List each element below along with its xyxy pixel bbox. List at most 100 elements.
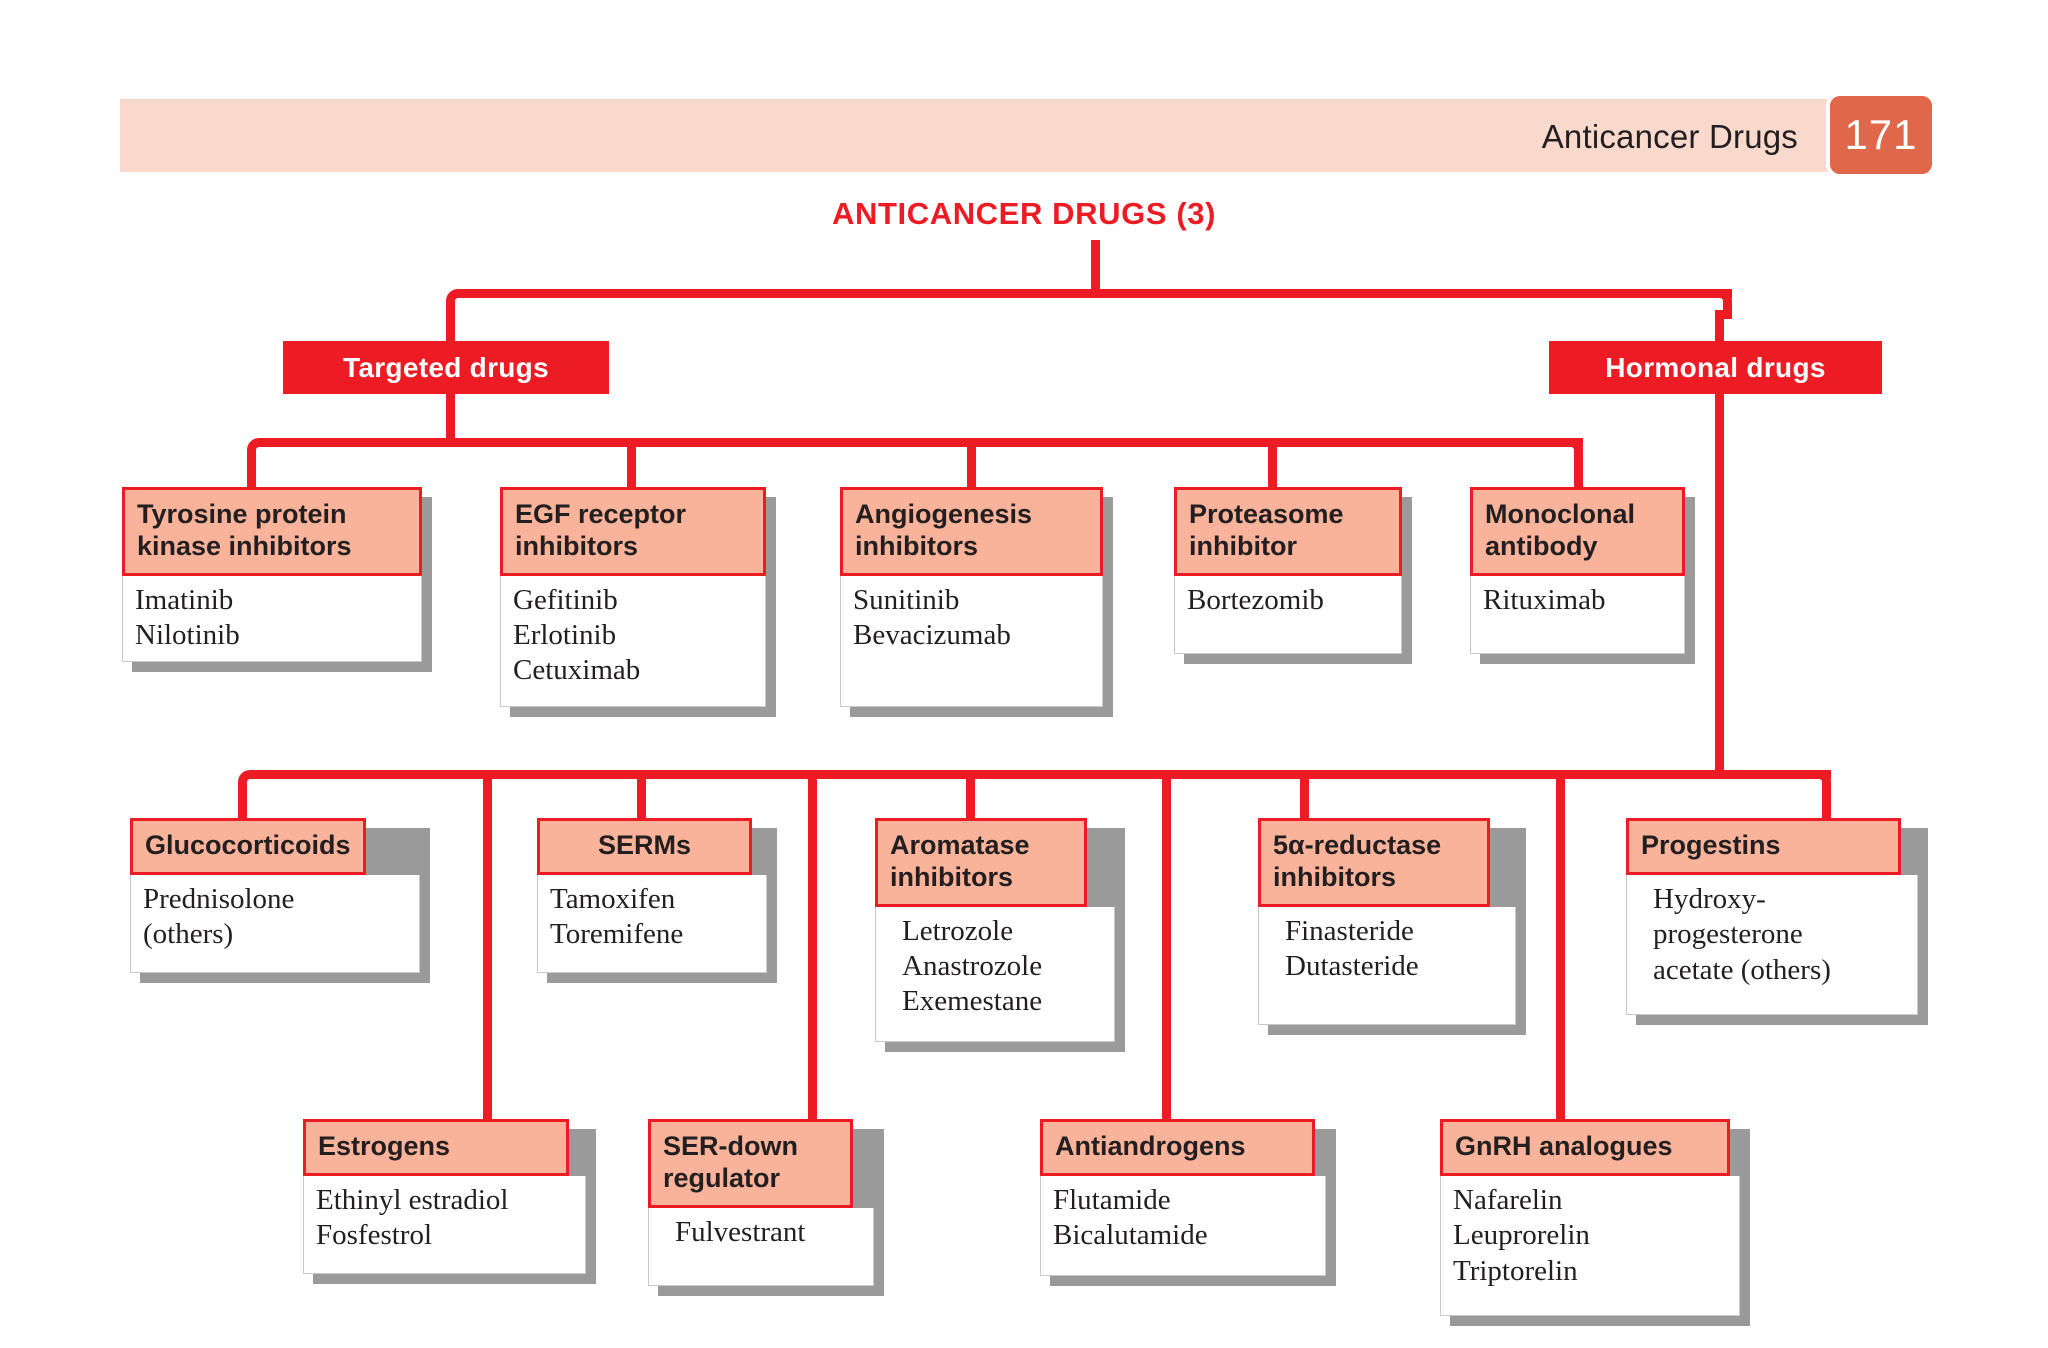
drug-item: Triptorelin — [1453, 1254, 1578, 1287]
node-angiogenesis-inhibitors[interactable]: Angiogenesis inhibitors Sunitinib Bevaci… — [840, 487, 1113, 717]
node-tyrosine-protein-kinase-inhibitors[interactable]: Tyrosine protein kinase inhibitors Imati… — [122, 487, 432, 672]
node-drug-list: Imatinib Nilotinib — [122, 575, 422, 662]
node-header: Angiogenesis inhibitors — [840, 487, 1103, 576]
drug-item: Sunitinib — [853, 583, 960, 616]
connector-to-targeted-label — [446, 310, 455, 348]
node-aromatase-inhibitors[interactable]: Aromatase inhibitors Letrozole Anastrozo… — [875, 818, 1125, 1052]
drug-item: Nafarelin — [1453, 1183, 1563, 1216]
drug-item: Cetuximab — [513, 654, 641, 687]
connector-targeted-bus — [267, 438, 1583, 447]
node-drug-list: Nafarelin Leuprorelin Triptorelin — [1440, 1175, 1740, 1316]
connector-drop-egf — [627, 438, 636, 489]
drug-item: Finasteride — [1285, 914, 1414, 947]
drug-item: Rituximab — [1483, 583, 1606, 616]
node-header: Tyrosine protein kinase inhibitors — [122, 487, 422, 576]
node-header-wrap: SER-down regulator — [648, 1119, 874, 1208]
drug-item: Exemestane — [902, 985, 1043, 1018]
node-gnrh-analogues[interactable]: GnRH analogues Nafarelin Leuprorelin Tri… — [1440, 1119, 1750, 1326]
connector-top-right-corner — [1706, 289, 1732, 319]
category-targeted-drugs[interactable]: Targeted drugs — [283, 341, 609, 394]
drug-item: Nilotinib — [135, 619, 240, 652]
drug-item: Fulvestrant — [675, 1215, 806, 1248]
node-5alpha-reductase-inhibitors[interactable]: 5α-reductase inhibitors Finasteride Duta… — [1258, 818, 1526, 1035]
page-header-title: Anticancer Drugs — [1541, 118, 1798, 155]
connector-top-left-corner — [446, 289, 472, 319]
drug-item: Leuprorelin — [1453, 1219, 1590, 1252]
connector-root-stem — [1091, 240, 1100, 296]
node-drug-list: Finasteride Dutasteride — [1258, 906, 1516, 1025]
drug-item: Fosfestrol — [316, 1219, 432, 1252]
node-header-wrap: 5α-reductase inhibitors — [1258, 818, 1516, 907]
connector-hormonal-stem — [1715, 394, 1724, 776]
node-header-wrap: GnRH analogues — [1440, 1119, 1740, 1176]
node-header-wrap: Estrogens — [303, 1119, 586, 1176]
node-header: 5α-reductase inhibitors — [1258, 818, 1490, 907]
connector-targeted-bus-right — [1557, 438, 1583, 468]
connector-drop-glucocorticoids — [238, 791, 247, 820]
node-header: SER-down regulator — [648, 1119, 853, 1208]
node-glucocorticoids[interactable]: Glucocorticoids Prednisolone (others) — [130, 818, 430, 983]
drug-item: progesterone — [1653, 918, 1803, 951]
node-drug-list: Letrozole Anastrozole Exemestane — [875, 906, 1115, 1042]
connector-drop-serdown — [808, 770, 817, 1122]
connector-top-bus — [466, 289, 1732, 298]
node-drug-list: Bortezomib — [1174, 575, 1402, 654]
node-proteasome-inhibitor[interactable]: Proteasome inhibitor Bortezomib — [1174, 487, 1412, 664]
node-header-wrap: Aromatase inhibitors — [875, 818, 1115, 907]
node-antiandrogens[interactable]: Antiandrogens Flutamide Bicalutamide — [1040, 1119, 1336, 1286]
drug-item: Erlotinib — [513, 619, 617, 652]
connector-drop-monoclonal — [1574, 459, 1583, 489]
page-number-value: 171 — [1844, 111, 1918, 158]
node-header: GnRH analogues — [1440, 1119, 1730, 1176]
node-progestins[interactable]: Progestins Hydroxy- progesterone acetate… — [1626, 818, 1928, 1025]
connector-drop-estrogens — [483, 770, 492, 1122]
drug-item: Anastrozole — [902, 950, 1043, 983]
connector-targeted-bus-left — [247, 438, 273, 468]
node-header: Antiandrogens — [1040, 1119, 1315, 1176]
node-drug-list: Sunitinib Bevacizumab — [840, 575, 1103, 707]
page-header-band — [120, 99, 1896, 172]
node-drug-list: Rituximab — [1470, 575, 1685, 654]
node-header: SERMs — [537, 818, 752, 875]
connector-to-hormonal-label — [1715, 310, 1724, 348]
node-ser-down-regulator[interactable]: SER-down regulator Fulvestrant — [648, 1119, 884, 1296]
drug-item: Toremifene — [550, 918, 684, 951]
node-drug-list: Fulvestrant — [648, 1207, 874, 1286]
node-header: Glucocorticoids — [130, 818, 366, 875]
connector-drop-reductase — [1300, 770, 1309, 820]
node-header: EGF receptor inhibitors — [500, 487, 766, 576]
node-header: Progestins — [1626, 818, 1901, 875]
drug-item: Gefitinib — [513, 583, 618, 616]
connector-targeted-stem — [446, 394, 455, 444]
node-header-wrap: Antiandrogens — [1040, 1119, 1326, 1176]
node-header: Aromatase inhibitors — [875, 818, 1087, 907]
node-header: Proteasome inhibitor — [1174, 487, 1402, 576]
connector-drop-proteasome — [1268, 438, 1277, 489]
chart-title: ANTICANCER DRUGS (3) — [832, 196, 1216, 231]
connector-drop-progestins — [1822, 791, 1831, 820]
node-header-wrap: Progestins — [1626, 818, 1918, 875]
node-estrogens[interactable]: Estrogens Ethinyl estradiol Fosfestrol — [303, 1119, 596, 1284]
node-header: Monoclonal antibody — [1470, 487, 1685, 576]
drug-item: Bevacizumab — [853, 619, 1011, 652]
drug-item: Ethinyl estradiol — [316, 1183, 509, 1216]
node-monoclonal-antibody[interactable]: Monoclonal antibody Rituximab — [1470, 487, 1695, 664]
node-drug-list: Gefitinib Erlotinib Cetuximab — [500, 575, 766, 707]
node-drug-list: Prednisolone (others) — [130, 874, 420, 973]
node-serms[interactable]: SERMs Tamoxifen Toremifene — [537, 818, 777, 983]
node-header-wrap: SERMs — [537, 818, 767, 875]
node-drug-list: Hydroxy- progesterone acetate (others) — [1626, 874, 1918, 1015]
category-hormonal-drugs[interactable]: Hormonal drugs — [1549, 341, 1882, 394]
node-drug-list: Flutamide Bicalutamide — [1040, 1175, 1326, 1276]
connector-drop-gnrh — [1556, 770, 1565, 1122]
node-header: Estrogens — [303, 1119, 569, 1176]
connector-drop-serms — [637, 770, 646, 820]
page-number-badge: 171 — [1826, 92, 1936, 178]
node-drug-list: Tamoxifen Toremifene — [537, 874, 767, 973]
connector-drop-antiandrogens — [1162, 770, 1171, 1122]
drug-item: acetate (others) — [1653, 953, 1831, 986]
connector-drop-angiogenesis — [967, 438, 976, 489]
drug-item: Hydroxy- — [1653, 882, 1766, 915]
node-egf-receptor-inhibitors[interactable]: EGF receptor inhibitors Gefitinib Erloti… — [500, 487, 776, 717]
